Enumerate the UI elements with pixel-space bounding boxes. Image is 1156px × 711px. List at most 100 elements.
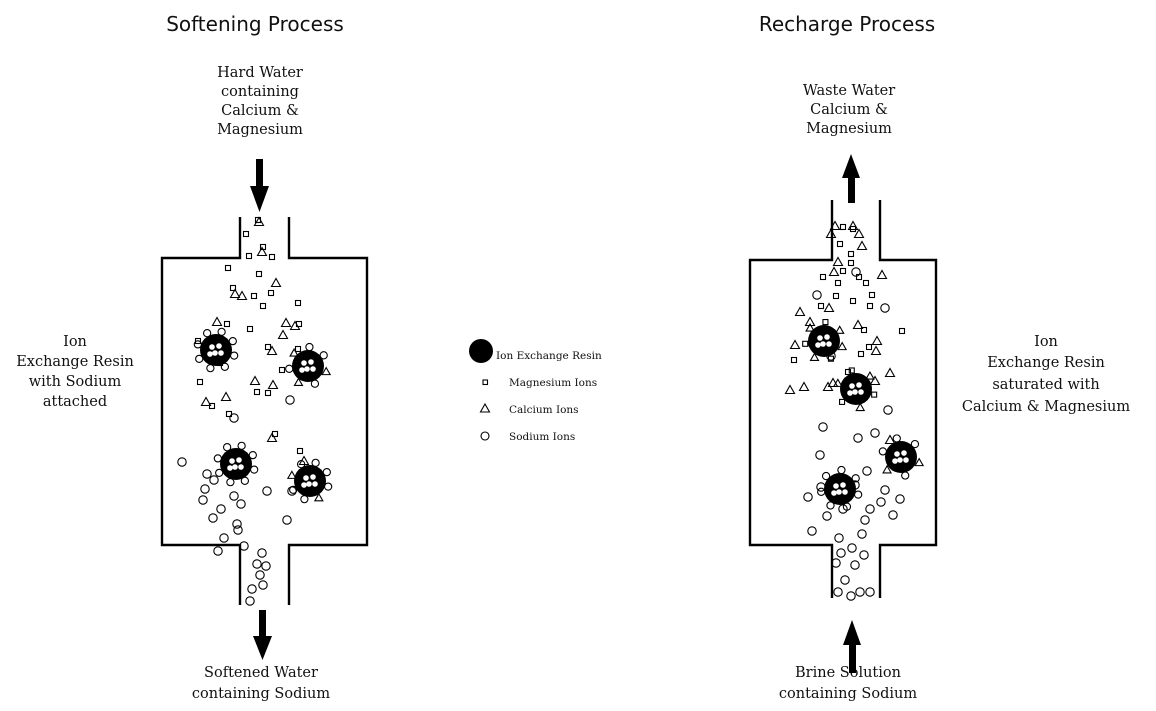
- sodium-ion: [219, 533, 229, 543]
- magnesium-ion: [255, 270, 263, 278]
- resin-pore: [312, 481, 318, 487]
- resin-pore: [301, 482, 307, 488]
- sodium-ion: [865, 504, 875, 514]
- sodium-ion: [803, 492, 813, 502]
- magnesium-ion: [844, 368, 852, 376]
- sodium-ion: [815, 450, 825, 460]
- calcium-ion: [805, 322, 816, 332]
- resin-pore: [831, 490, 837, 496]
- calcium-ion: [884, 434, 896, 445]
- softening-input-line: Magnesium: [217, 122, 303, 138]
- magnesium-ion: [250, 292, 258, 300]
- resin-pore: [824, 334, 830, 340]
- magnesium-ion: [817, 302, 825, 310]
- sodium-ion: [305, 342, 314, 352]
- resin-pore: [304, 366, 310, 372]
- calcium-ion: [270, 277, 282, 288]
- magnesium-ion: [242, 230, 250, 238]
- sodium-ion: [910, 439, 920, 449]
- resin-pore: [842, 489, 848, 495]
- softening-resin-line: Ion: [63, 334, 87, 350]
- sodium-ion: [833, 587, 843, 597]
- resin-pore: [815, 342, 821, 348]
- resin-pore: [216, 343, 222, 349]
- softening-inflow-arrow: [250, 159, 269, 212]
- resin-bead: [832, 367, 878, 412]
- circle-icon: [480, 431, 490, 441]
- ion-particles: [177, 216, 906, 606]
- sodium-ion: [807, 526, 817, 536]
- resin-pore: [229, 458, 235, 464]
- resin-pore: [836, 489, 842, 495]
- calcium-ion: [236, 290, 248, 301]
- magnesium-ion: [839, 398, 846, 405]
- sodium-ion: [319, 351, 328, 360]
- magnesium-ion: [223, 320, 231, 328]
- sodium-ion: [198, 495, 208, 505]
- resin-pore: [820, 341, 826, 347]
- sodium-ion: [245, 596, 255, 606]
- resin-bead: [193, 327, 239, 373]
- calcium-ion: [794, 306, 806, 317]
- resin-pore: [301, 360, 307, 366]
- calcium-ion: [784, 384, 796, 395]
- resin-bead: [802, 319, 848, 362]
- calcium-ion: [266, 345, 278, 356]
- calcium-ion: [825, 228, 837, 239]
- sodium-ion: [865, 587, 875, 597]
- magnesium-ion: [267, 289, 275, 297]
- resin-pore: [817, 335, 823, 341]
- sodium-ion: [846, 591, 856, 601]
- calcium-ion: [876, 269, 888, 280]
- magnesium-ion: [229, 284, 237, 292]
- resin-pore: [227, 465, 233, 471]
- sodium-ion: [232, 519, 242, 529]
- sodium-ion: [287, 486, 297, 496]
- resin-pore: [897, 457, 903, 463]
- sodium-ion: [200, 484, 210, 494]
- resin-core: [808, 325, 840, 357]
- calcium-ion: [293, 377, 304, 386]
- resin-pore: [901, 450, 907, 456]
- sodium-ion: [821, 471, 831, 481]
- recharge-vessel: [748, 200, 938, 598]
- calcium-ion: [837, 341, 848, 351]
- calcium-ion: [822, 381, 834, 392]
- calcium-ion: [798, 381, 810, 392]
- resin-pore: [849, 383, 855, 389]
- calcium-ion: [855, 402, 866, 412]
- resin-pore: [847, 390, 853, 396]
- calcium-ion: [277, 329, 289, 340]
- sodium-ion: [859, 550, 869, 560]
- magnesium-ion: [259, 302, 267, 310]
- legend-item-sodium: Sodium Ions: [480, 431, 575, 443]
- recharge-output-label: Waste Water Calcium & Magnesium: [803, 83, 895, 137]
- softening-input-line: Calcium &: [221, 103, 299, 119]
- calcium-ion: [853, 228, 865, 239]
- legend: Ion Exchange Resin Magnesium Ions Calciu…: [469, 339, 602, 443]
- sodium-ion: [239, 541, 249, 551]
- sodium-ion: [850, 560, 860, 570]
- legend-label: Magnesium Ions: [509, 377, 597, 389]
- calcium-ion: [220, 391, 232, 402]
- magnesium-ion: [832, 292, 840, 300]
- sodium-ion: [831, 558, 841, 568]
- recharge-resin-line: saturated with: [992, 377, 1099, 393]
- sodium-ion: [851, 267, 861, 277]
- sodium-ion: [216, 504, 226, 514]
- magnesium-ion: [839, 223, 847, 231]
- resin-pore: [236, 457, 242, 463]
- magnesium-ion: [834, 279, 842, 287]
- calcium-ion: [914, 457, 925, 467]
- resin-pore: [840, 482, 846, 488]
- calcium-ion: [832, 256, 844, 267]
- calcium-ion: [823, 302, 835, 313]
- sodium-ion: [860, 515, 870, 525]
- legend-item-calcium: Calcium Ions: [479, 402, 579, 416]
- sodium-ion: [236, 499, 246, 509]
- sodium-ion: [851, 474, 860, 483]
- magnesium-ion: [253, 388, 261, 396]
- sodium-ion: [255, 570, 265, 580]
- sodium-ion: [233, 525, 243, 535]
- magnesium-ion: [246, 325, 254, 333]
